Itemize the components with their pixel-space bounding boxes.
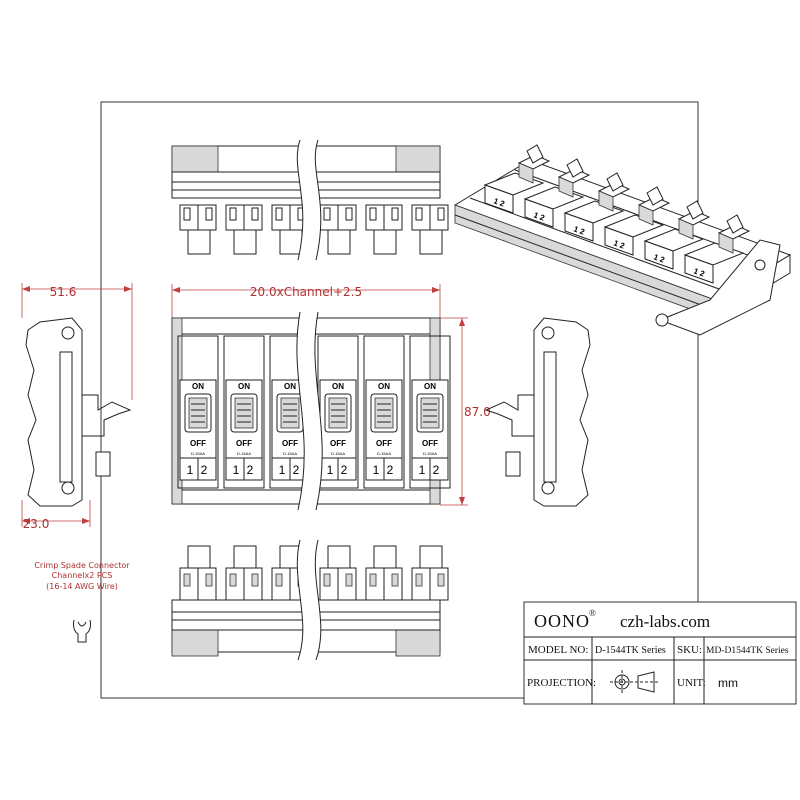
top-view-module — [319, 204, 357, 255]
switch-off-label: OFF — [190, 439, 206, 448]
bottom-view-module — [411, 545, 449, 601]
switch-model-label: D-15AA — [423, 451, 437, 456]
depth-dimension: 51.6 — [50, 285, 77, 299]
switch-on-label: ON — [378, 382, 390, 391]
iso-switch-module: 1 2 — [563, 172, 631, 242]
connector-note-line1: Crimp Spade Connector — [34, 561, 130, 570]
iso-terminal-label: 1 2 — [652, 252, 666, 264]
title-block: OONO ® czh-labs.com MODEL NO: D-1544TK S… — [523, 601, 797, 705]
drawing-border — [100, 101, 699, 699]
sku-value: MD-D1544TK Series — [706, 646, 789, 656]
bottom-view-module — [319, 545, 357, 601]
right-side-view — [484, 317, 591, 507]
isometric-view: 1 2 1 2 1 2 1 2 1 2 1 2 — [453, 144, 792, 336]
iso-terminal-label: 1 2 — [492, 196, 506, 208]
switch-off-label: OFF — [422, 439, 438, 448]
switch-on-label: ON — [424, 382, 436, 391]
switch-off-label: OFF — [282, 439, 298, 448]
switch-off-label: OFF — [236, 439, 252, 448]
model-value: D-1544TK Series — [595, 645, 666, 656]
terminal-label: 1 2 — [373, 463, 396, 477]
bottom-view — [171, 539, 449, 661]
iso-terminal-label: 1 2 — [692, 266, 706, 278]
terminal-label: 1 2 — [327, 463, 350, 477]
brand-mark: ® — [589, 608, 596, 618]
width-dimension: 20.0xChannel+2.5 — [250, 285, 362, 299]
height-dimension: 87.0 — [464, 405, 491, 419]
unit-value: mm — [718, 676, 738, 690]
left-side-view: 51.6 23.0 — [21, 283, 133, 531]
bottom-dimension: 23.0 — [23, 517, 50, 531]
projection-label: PROJECTION: — [527, 677, 596, 689]
model-label: MODEL NO: — [528, 644, 588, 656]
iso-rocker-toggle — [726, 214, 744, 234]
switch-on-label: ON — [192, 382, 204, 391]
switch-module: ON OFF D-15AA 1 2 — [363, 335, 405, 489]
terminal-label: 1 2 — [419, 463, 442, 477]
sku-label: SKU: — [677, 644, 702, 656]
unit-label: UNIT: — [677, 677, 706, 689]
front-view: 20.0xChannel+2.5 87.0 ON OFF D-15AA 1 2 ON OF… — [171, 284, 491, 511]
top-view-module — [365, 204, 403, 255]
rocker-toggle[interactable] — [280, 397, 300, 429]
iso-rocker-toggle — [566, 158, 584, 178]
bottom-view-module — [179, 545, 217, 601]
iso-rocker-toggle — [646, 186, 664, 206]
iso-rocker-toggle — [686, 200, 704, 220]
iso-rocker-toggle — [526, 144, 544, 164]
rocker-toggle[interactable] — [234, 397, 254, 429]
switch-module: ON OFF D-15AA 1 2 — [177, 335, 219, 489]
switch-module: ON OFF D-15AA 1 2 — [223, 335, 265, 489]
switch-model-label: D-15AA — [331, 451, 345, 456]
iso-switch-module: 1 2 — [683, 214, 751, 284]
iso-switch-module: 1 2 — [483, 144, 551, 214]
switch-model-label: D-15AA — [237, 451, 251, 456]
switch-off-label: OFF — [330, 439, 346, 448]
terminal-label: 1 2 — [279, 463, 302, 477]
top-view-module — [179, 204, 217, 255]
rocker-toggle[interactable] — [188, 397, 208, 429]
iso-switch-module: 1 2 — [643, 200, 711, 270]
terminal-label: 1 2 — [233, 463, 256, 477]
connector-note: Crimp Spade Connector Channelx2 PCS (16-… — [34, 561, 130, 643]
iso-terminal-label: 1 2 — [612, 238, 626, 250]
iso-switch-module: 1 2 — [523, 158, 591, 228]
terminal-label: 1 2 — [187, 463, 210, 477]
top-view — [171, 139, 449, 261]
brand-name: OONO — [534, 611, 590, 631]
rocker-toggle[interactable] — [374, 397, 394, 429]
website: czh-labs.com — [620, 612, 710, 631]
top-view-module — [411, 204, 449, 255]
iso-switch-module: 1 2 — [603, 186, 671, 256]
switch-model-label: D-15AA — [377, 451, 391, 456]
switch-model-label: D-15AA — [283, 451, 297, 456]
iso-terminal-label: 1 2 — [572, 224, 586, 236]
spade-connector-icon — [73, 619, 91, 643]
bottom-view-module — [365, 545, 403, 601]
switch-module: ON OFF D-15AA 1 2 — [409, 335, 451, 489]
iso-terminal-label: 1 2 — [532, 210, 546, 222]
projection-symbol-icon — [610, 670, 660, 694]
rocker-toggle[interactable] — [328, 397, 348, 429]
switch-off-label: OFF — [376, 439, 392, 448]
bottom-view-module — [225, 545, 263, 601]
switch-on-label: ON — [332, 382, 344, 391]
connector-note-line2: Channelx2 PCS — [52, 571, 113, 580]
switch-on-label: ON — [238, 382, 250, 391]
switch-module: ON OFF D-15AA 1 2 — [317, 335, 359, 489]
switch-on-label: ON — [284, 382, 296, 391]
switch-model-label: D-15AA — [191, 451, 205, 456]
rocker-toggle[interactable] — [420, 397, 440, 429]
connector-note-line3: (16-14 AWG Wire) — [46, 582, 118, 591]
iso-rocker-toggle — [606, 172, 624, 192]
top-view-module — [225, 204, 263, 255]
